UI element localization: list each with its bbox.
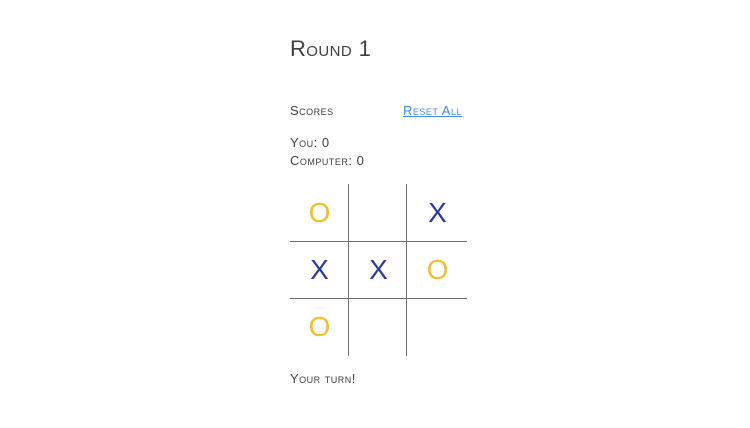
tic-tac-toe-board: O X X X O O (290, 184, 467, 356)
grid-line-horizontal-2 (290, 298, 467, 299)
score-you: You: 0 (290, 135, 330, 150)
reset-all-link[interactable]: Reset All (403, 103, 462, 118)
board-cell-1[interactable] (349, 184, 408, 241)
grid-line-vertical-1 (348, 184, 349, 356)
board-cell-6[interactable]: O (308, 311, 331, 343)
board-cell-2[interactable]: X (428, 196, 447, 228)
board-cell-5[interactable]: O (426, 253, 449, 285)
score-list: You: 0 Computer: 0 (290, 134, 364, 170)
page-title: Round 1 (290, 36, 372, 61)
grid-line-vertical-2 (406, 184, 407, 356)
grid-line-horizontal-1 (290, 241, 467, 242)
status-message: Your turn! (290, 371, 356, 386)
game-container: Round 1 Scores Reset All You: 0 Computer… (290, 0, 710, 428)
board-cell-4[interactable]: X (369, 253, 388, 285)
scores-heading: Scores (290, 103, 334, 118)
board-cell-3[interactable]: X (310, 253, 329, 285)
board-cell-0[interactable]: O (308, 196, 331, 228)
score-computer: Computer: 0 (290, 153, 365, 168)
board-cell-7[interactable] (349, 299, 408, 356)
scores-header-row: Scores Reset All (290, 103, 475, 121)
board-cell-8[interactable] (408, 299, 467, 356)
board-grid: O X X X O O (290, 184, 467, 356)
